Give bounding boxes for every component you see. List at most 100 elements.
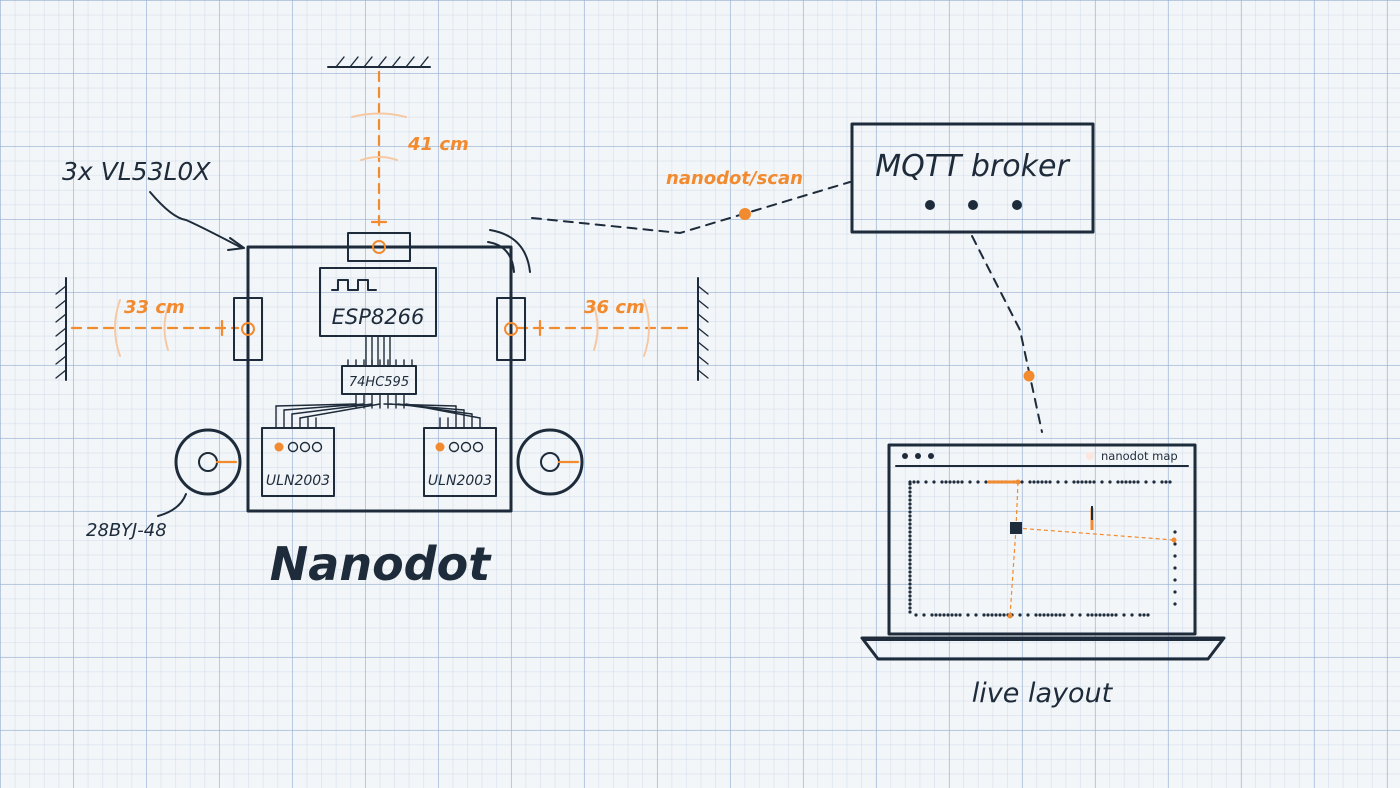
- link-robot-broker: [531, 181, 851, 235]
- map-point: [1173, 530, 1177, 534]
- map-point: [908, 598, 912, 602]
- map-point: [930, 613, 934, 617]
- map-point: [908, 530, 912, 534]
- window-dot-3: [928, 453, 934, 459]
- map-point: [1168, 480, 1172, 484]
- map-point: [1136, 480, 1140, 484]
- map-point: [1122, 613, 1126, 617]
- map-point: [1070, 613, 1074, 617]
- map-point: [1080, 480, 1084, 484]
- distance-left: 33 cm: [124, 297, 185, 318]
- map-point: [968, 480, 972, 484]
- broker-label: MQTT broker: [875, 149, 1070, 184]
- map-point: [944, 480, 948, 484]
- map-point: [1084, 480, 1088, 484]
- map-point: [1072, 480, 1076, 484]
- map-point: [966, 613, 970, 617]
- map-point: [908, 546, 912, 550]
- map-point: [908, 506, 912, 510]
- map-point: [990, 613, 994, 617]
- message-dot-broker: [1023, 370, 1035, 382]
- map-point: [1120, 480, 1124, 484]
- laptop-caption: live layout: [972, 678, 1114, 709]
- motor-right: [516, 428, 584, 496]
- map-point: [934, 613, 938, 617]
- map-point: [908, 502, 912, 506]
- driver-right: ULN2003: [423, 427, 497, 497]
- map-point: [908, 482, 912, 486]
- map-point: [1086, 613, 1090, 617]
- map-point: [994, 613, 998, 617]
- wall-left: [55, 277, 67, 381]
- laptop: nanodot map: [860, 443, 1226, 661]
- laptop-base: [860, 636, 1226, 661]
- mqtt-broker-box: MQTT broker: [850, 122, 1095, 234]
- map-point: [1058, 613, 1062, 617]
- map-point: [1056, 480, 1060, 484]
- map-point: [942, 613, 946, 617]
- wall-right: [697, 277, 709, 381]
- map-point: [908, 574, 912, 578]
- map-point: [1032, 480, 1036, 484]
- map-point: [1173, 566, 1177, 570]
- map-point: [954, 613, 958, 617]
- map-point: [908, 610, 912, 614]
- map-point: [1002, 613, 1006, 617]
- map-point: [908, 534, 912, 538]
- map-point: [998, 613, 1002, 617]
- map-point: [974, 613, 978, 617]
- map-point: [1164, 480, 1168, 484]
- map-point: [1020, 480, 1024, 484]
- map-point: [948, 480, 952, 484]
- map-point: [1146, 613, 1150, 617]
- map-point: [908, 498, 912, 502]
- sensor-front: [347, 232, 411, 262]
- map-view: [908, 479, 1177, 619]
- motor-label: 28BYJ-48: [86, 520, 167, 541]
- map-point: [932, 480, 936, 484]
- message-dot-topic: [739, 208, 751, 220]
- map-point: [1173, 602, 1177, 606]
- driver-right-label: ULN2003: [428, 473, 492, 489]
- map-point: [984, 480, 988, 484]
- map-point: [976, 480, 980, 484]
- driver-left-label: ULN2003: [266, 473, 330, 489]
- map-point: [1034, 613, 1038, 617]
- beam-left: [70, 299, 240, 357]
- map-point: [908, 570, 912, 574]
- map-point: [1046, 613, 1050, 617]
- robot-chassis: [246, 245, 513, 513]
- map-point: [908, 518, 912, 522]
- square-wave-icon: [331, 279, 377, 291]
- map-point: [986, 613, 990, 617]
- sensor-right: [496, 297, 526, 361]
- map-point: [1106, 613, 1110, 617]
- map-point: [908, 494, 912, 498]
- map-point: [908, 486, 912, 490]
- map-point: [1142, 613, 1146, 617]
- map-point: [908, 606, 912, 610]
- map-point: [956, 480, 960, 484]
- wifi-icon: [487, 229, 531, 273]
- driver-left: ULN2003: [261, 427, 335, 497]
- map-point: [908, 526, 912, 530]
- sensor-label: 3x VL53L0X: [62, 157, 211, 186]
- map-point: [908, 566, 912, 570]
- map-point: [908, 586, 912, 590]
- map-point: [950, 613, 954, 617]
- map-point: [1128, 480, 1132, 484]
- map-point: [1116, 480, 1120, 484]
- map-point: [1132, 480, 1136, 484]
- map-point: [1018, 613, 1022, 617]
- map-point: [908, 538, 912, 542]
- beam-right: [516, 299, 694, 357]
- map-point: [940, 480, 944, 484]
- map-point: [908, 558, 912, 562]
- map-point: [908, 550, 912, 554]
- wall-top: [327, 56, 431, 68]
- map-point: [908, 554, 912, 558]
- map-point: [1028, 480, 1032, 484]
- map-point: [946, 613, 950, 617]
- map-scan-lines: [1009, 481, 1175, 617]
